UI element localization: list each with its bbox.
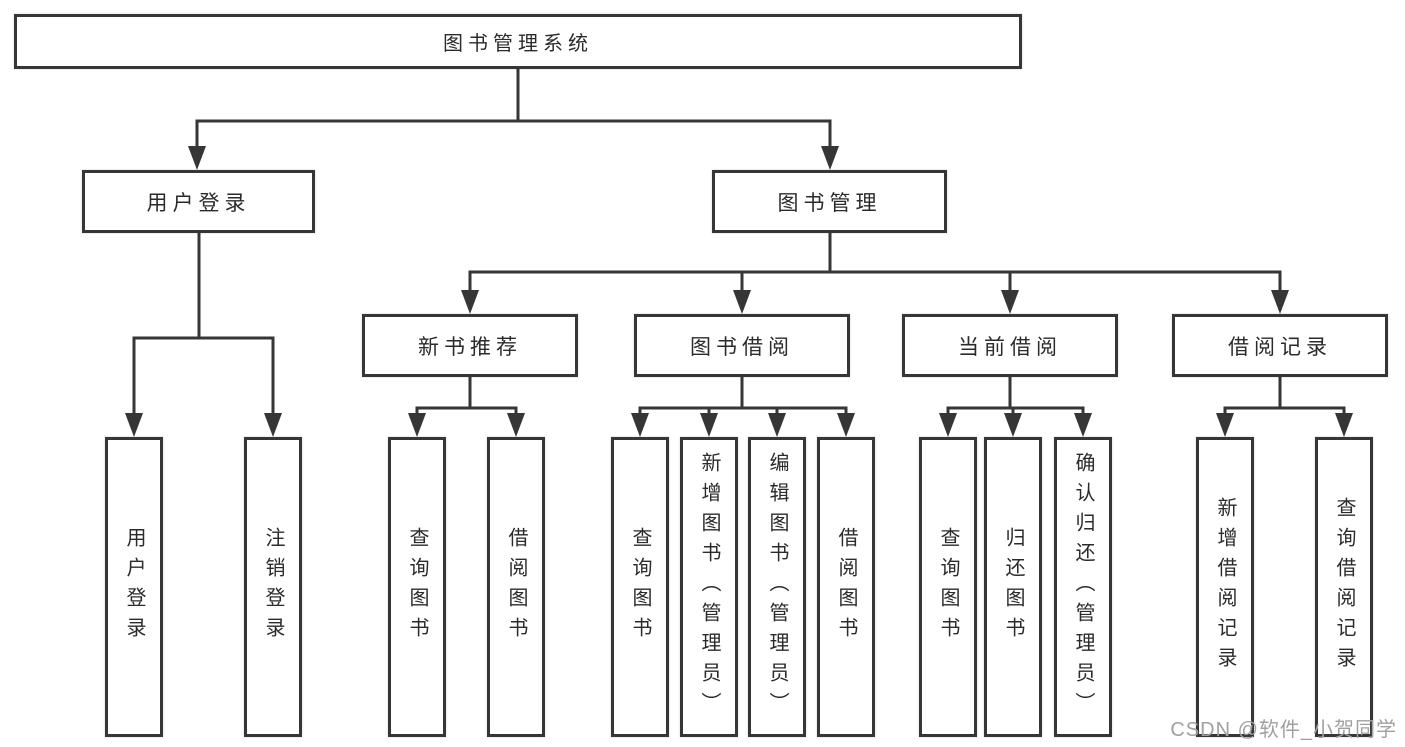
node-label: 归还图书 (1002, 527, 1024, 647)
node-label: 查询图书 (937, 527, 959, 647)
node-label: 查询图书 (629, 527, 651, 647)
node-label: 借阅记录 (1228, 335, 1332, 359)
node-cb-query-book: 查询图书 (919, 437, 977, 737)
node-label: 用户登录 (123, 527, 145, 647)
node-leaf-user-login: 用户登录 (105, 437, 163, 737)
node-br-query-record: 查询借阅记录 (1315, 437, 1373, 737)
node-leaf-logout: 注销登录 (244, 437, 302, 737)
node-label: 借阅图书 (505, 527, 527, 647)
node-bb-query-book: 查询图书 (611, 437, 669, 737)
node-user-login: 用户登录 (82, 170, 315, 233)
node-book-borrow: 图书借阅 (634, 314, 850, 377)
node-label: 图书管理 (777, 191, 882, 215)
node-label: 确认归还（管理员） (1072, 452, 1094, 722)
node-label: 图书借阅 (690, 335, 794, 359)
node-label: 编辑图书（管理员） (766, 452, 788, 722)
node-cb-confirm-return-admin: 确认归还（管理员） (1054, 437, 1112, 737)
node-label: 查询借阅记录 (1333, 497, 1355, 677)
node-bb-add-book-admin: 新增图书（管理员） (680, 437, 738, 737)
node-rec-query-book: 查询图书 (388, 437, 446, 737)
node-label: 借阅图书 (835, 527, 857, 647)
node-borrow-records: 借阅记录 (1172, 314, 1388, 377)
node-label: 新书推荐 (418, 335, 522, 359)
node-book-management: 图书管理 (712, 170, 947, 233)
node-label: 图书管理系统 (443, 33, 593, 55)
node-label: 新增图书（管理员） (698, 452, 720, 722)
node-rec-borrow-book: 借阅图书 (487, 437, 545, 737)
node-label: 注销登录 (262, 527, 284, 647)
node-label: 用户登录 (146, 191, 251, 215)
node-cb-return-book: 归还图书 (984, 437, 1042, 737)
csdn-watermark: CSDN @软件_小贺同学 (1170, 719, 1397, 741)
node-bb-borrow-book: 借阅图书 (817, 437, 875, 737)
node-current-borrow: 当前借阅 (902, 314, 1118, 377)
node-br-add-record: 新增借阅记录 (1196, 437, 1254, 737)
node-label: 新增借阅记录 (1214, 497, 1236, 677)
node-label: 当前借阅 (958, 335, 1062, 359)
node-label: 查询图书 (406, 527, 428, 647)
node-new-book-recommend: 新书推荐 (362, 314, 578, 377)
node-bb-edit-book-admin: 编辑图书（管理员） (748, 437, 806, 737)
node-library-management-system: 图书管理系统 (14, 14, 1022, 69)
